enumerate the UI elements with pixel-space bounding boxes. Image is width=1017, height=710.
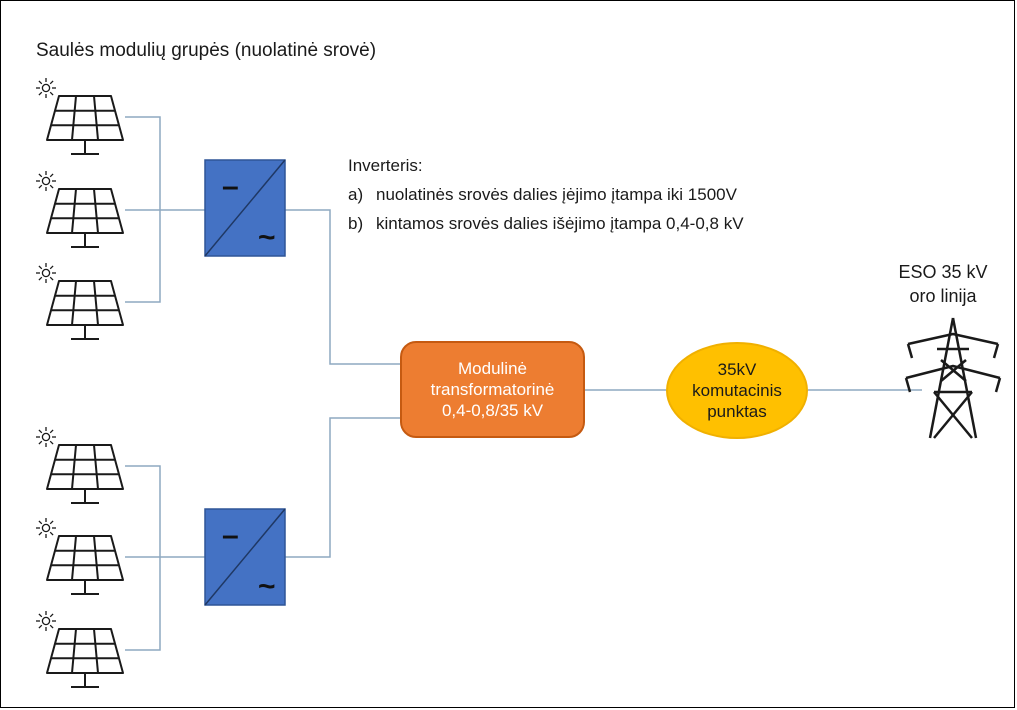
solar-group-lower: [35, 426, 124, 688]
inverter-heading: Inverteris:: [348, 156, 423, 175]
grid-line-label: ESO 35 kV oro linija: [888, 260, 998, 309]
connector-lines: [125, 116, 922, 651]
diagram-title: Saulės modulių grupės (nuolatinė srovė): [36, 40, 377, 61]
inverter-upper: – ~: [204, 159, 286, 257]
sun-icon: [35, 517, 57, 539]
solar-panel-icon: [46, 188, 124, 248]
list-marker: a): [348, 185, 364, 204]
solar-group-upper: [35, 77, 124, 340]
solar-panel-icon: [46, 95, 124, 155]
ac-symbol: ~: [258, 221, 276, 254]
switchpoint-line-2: komutacinis: [692, 380, 782, 400]
dc-symbol: –: [222, 170, 239, 203]
solar-panel-icon: [46, 280, 124, 340]
sun-icon: [35, 426, 57, 448]
transformer-node: Modulinė transformatorinė 0,4-0,8/35 kV: [400, 341, 585, 438]
sun-icon: [35, 170, 57, 192]
ac-symbol: ~: [258, 570, 276, 603]
inverter-lower: – ~: [204, 508, 286, 606]
sun-icon: [35, 77, 57, 99]
list-marker: b): [348, 214, 364, 233]
switchpoint-line-3: punktas: [707, 402, 767, 422]
inverter-spec-b-text: kintamos srovės dalies išėjimo įtampa 0,…: [376, 214, 744, 233]
switchpoint-line-1: 35kV: [717, 359, 757, 379]
transformer-line-2: transformatorinė: [430, 379, 555, 399]
inverter-spec-a-text: nuolatinės srovės dalies įėjimo įtampa i…: [376, 185, 737, 204]
transformer-line-1: Modulinė: [458, 358, 527, 378]
transformer-line-3: 0,4-0,8/35 kV: [441, 401, 544, 421]
grid-line-label-1: ESO 35 kV: [898, 262, 988, 282]
sun-icon: [35, 610, 57, 632]
inverter-spec-b: b) kintamos srovės dalies išėjimo įtampa …: [348, 214, 744, 234]
solar-panel-icon: [46, 444, 124, 504]
dc-symbol: –: [222, 519, 239, 552]
solar-panel-icon: [46, 535, 124, 595]
transmission-tower-icon: [904, 317, 1002, 439]
grid-line-label-2: oro linija: [909, 286, 977, 307]
switchpoint-node: 35kV komutacinis punktas: [666, 342, 808, 439]
inverter-spec-a: a) nuolatinės srovės dalies įėjimo įtampa…: [348, 185, 737, 205]
solar-panel-icon: [46, 628, 124, 688]
sun-icon: [35, 262, 57, 284]
